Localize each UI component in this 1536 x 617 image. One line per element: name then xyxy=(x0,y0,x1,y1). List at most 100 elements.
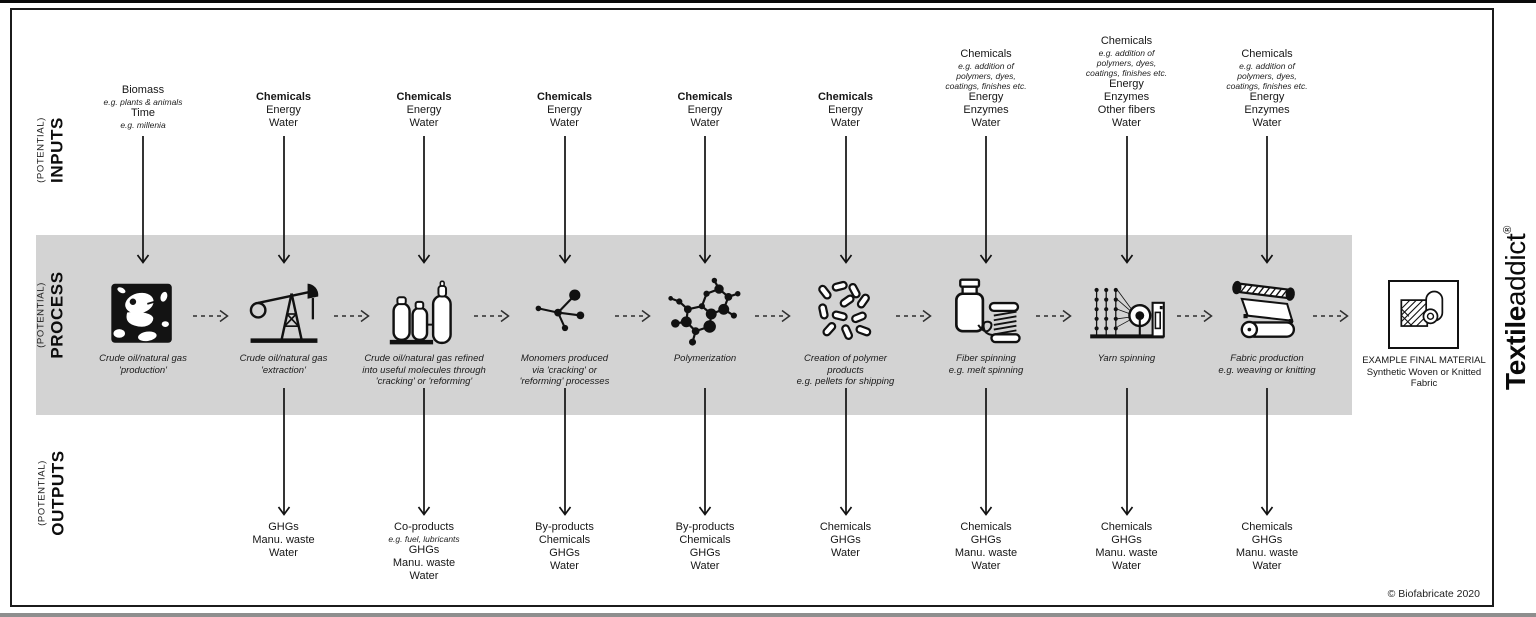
potential-qualifier: (POTENTIAL) xyxy=(36,460,48,526)
text-line: polymers, dyes, xyxy=(956,71,1016,81)
text-line: coatings, finishes etc. xyxy=(945,81,1027,91)
text-line: Manu. waste xyxy=(1095,547,1158,559)
input-arrow-down-icon xyxy=(558,136,571,264)
text-line: Enzymes xyxy=(963,104,1009,116)
text-line: coatings, finishes etc. xyxy=(1085,68,1168,78)
text-line: Chemicals xyxy=(1241,521,1293,533)
potential-qualifier: (POTENTIAL) xyxy=(35,117,47,183)
diagram-border xyxy=(10,8,1494,607)
outputs-axis-label: (POTENTIAL) OUTPUTS xyxy=(37,450,68,535)
polymer-molecule-icon xyxy=(630,272,780,356)
caption-line: into useful molecules through xyxy=(362,364,486,376)
output-arrow-down-icon xyxy=(1120,388,1133,516)
fiber-spinning-icon xyxy=(911,272,1061,356)
text-line: Chemicals xyxy=(960,521,1012,533)
output-arrow-down-icon xyxy=(417,388,431,516)
text-line: Energy xyxy=(1249,91,1285,103)
final-material-box xyxy=(1388,280,1459,349)
text-line: Biomass xyxy=(121,84,165,96)
text-line: Water xyxy=(831,547,860,559)
caption-line: 'extraction' xyxy=(261,364,306,376)
caption-line: Crude oil/natural gas xyxy=(239,353,328,364)
dashed-arrow-right-icon xyxy=(192,309,234,328)
text-line: Chemicals xyxy=(819,521,872,533)
final-caption-line: Synthetic Woven or Knitted xyxy=(1366,366,1482,378)
text-line: e.g. addition of xyxy=(1098,48,1155,58)
text-line: Energy xyxy=(1109,78,1144,90)
image-top-edge xyxy=(0,0,1536,3)
output-arrow-down-icon xyxy=(1260,388,1274,516)
text-line: Chemicals xyxy=(817,91,874,103)
copyright-text: © Biofabricate 2020 xyxy=(1387,588,1480,600)
text-line: e.g. plants & animals xyxy=(103,97,183,107)
output-arrow-down-icon xyxy=(698,388,712,516)
final-material-caption: EXAMPLE FINAL MATERIAL Synthetic Woven o… xyxy=(1354,355,1494,390)
text-line: e.g. addition of xyxy=(958,61,1014,71)
text-line: GHGs xyxy=(689,547,721,559)
text-line: Other fibers xyxy=(1097,104,1156,116)
dashed-arrow-right-icon xyxy=(1176,309,1218,328)
text-line: e.g. addition of xyxy=(1239,61,1295,71)
text-line: Water xyxy=(831,117,860,129)
process-caption: Polymerization xyxy=(616,353,794,365)
dashed-arrow-right-icon xyxy=(1035,309,1077,328)
text-line: Water xyxy=(550,117,579,129)
fossil-icon xyxy=(68,272,218,356)
text-line: GHGs xyxy=(549,547,580,559)
text-line: Water xyxy=(409,570,439,582)
process-caption: Yarn spinning xyxy=(1038,353,1216,365)
text-line: GHGs xyxy=(408,544,440,556)
text-line: Chemicals xyxy=(960,48,1012,60)
text-line: Water xyxy=(1252,117,1282,129)
text-line: Water xyxy=(971,117,1001,129)
caption-line: e.g. weaving or knitting xyxy=(1218,364,1316,376)
caption-line: Crude oil/natural gas xyxy=(99,353,187,364)
yarn-spinning-icon xyxy=(1052,272,1202,356)
output-arrow-down-icon xyxy=(558,388,571,516)
caption-line: Creation of polymer xyxy=(804,353,887,364)
input-arrow-down-icon xyxy=(1120,136,1133,264)
text-line: GHGs xyxy=(1111,534,1142,546)
image-bottom-edge xyxy=(0,613,1536,617)
text-line: Manu. waste xyxy=(1235,547,1299,559)
text-line: Water xyxy=(269,547,298,559)
input-arrow-down-icon xyxy=(1260,136,1274,264)
registered-mark: ® xyxy=(1502,226,1514,234)
text-line: Manu. waste xyxy=(954,547,1018,559)
refinery-icon xyxy=(349,272,499,356)
fabric-loom-icon xyxy=(1192,272,1342,356)
process-caption: Crude oil/natural gas'production' xyxy=(54,353,232,376)
text-line: Energy xyxy=(687,104,723,116)
caption-line: Monomers produced xyxy=(520,353,609,364)
text-line: GHGs xyxy=(830,534,861,546)
text-line: Water xyxy=(1252,560,1282,572)
caption-line: Polymerization xyxy=(673,353,737,364)
dashed-arrow-right-icon xyxy=(754,309,796,328)
input-arrow-down-icon xyxy=(979,136,993,264)
input-arrow-down-icon xyxy=(277,136,290,264)
text-line: Chemicals xyxy=(536,91,593,103)
text-line: Time xyxy=(130,107,156,119)
